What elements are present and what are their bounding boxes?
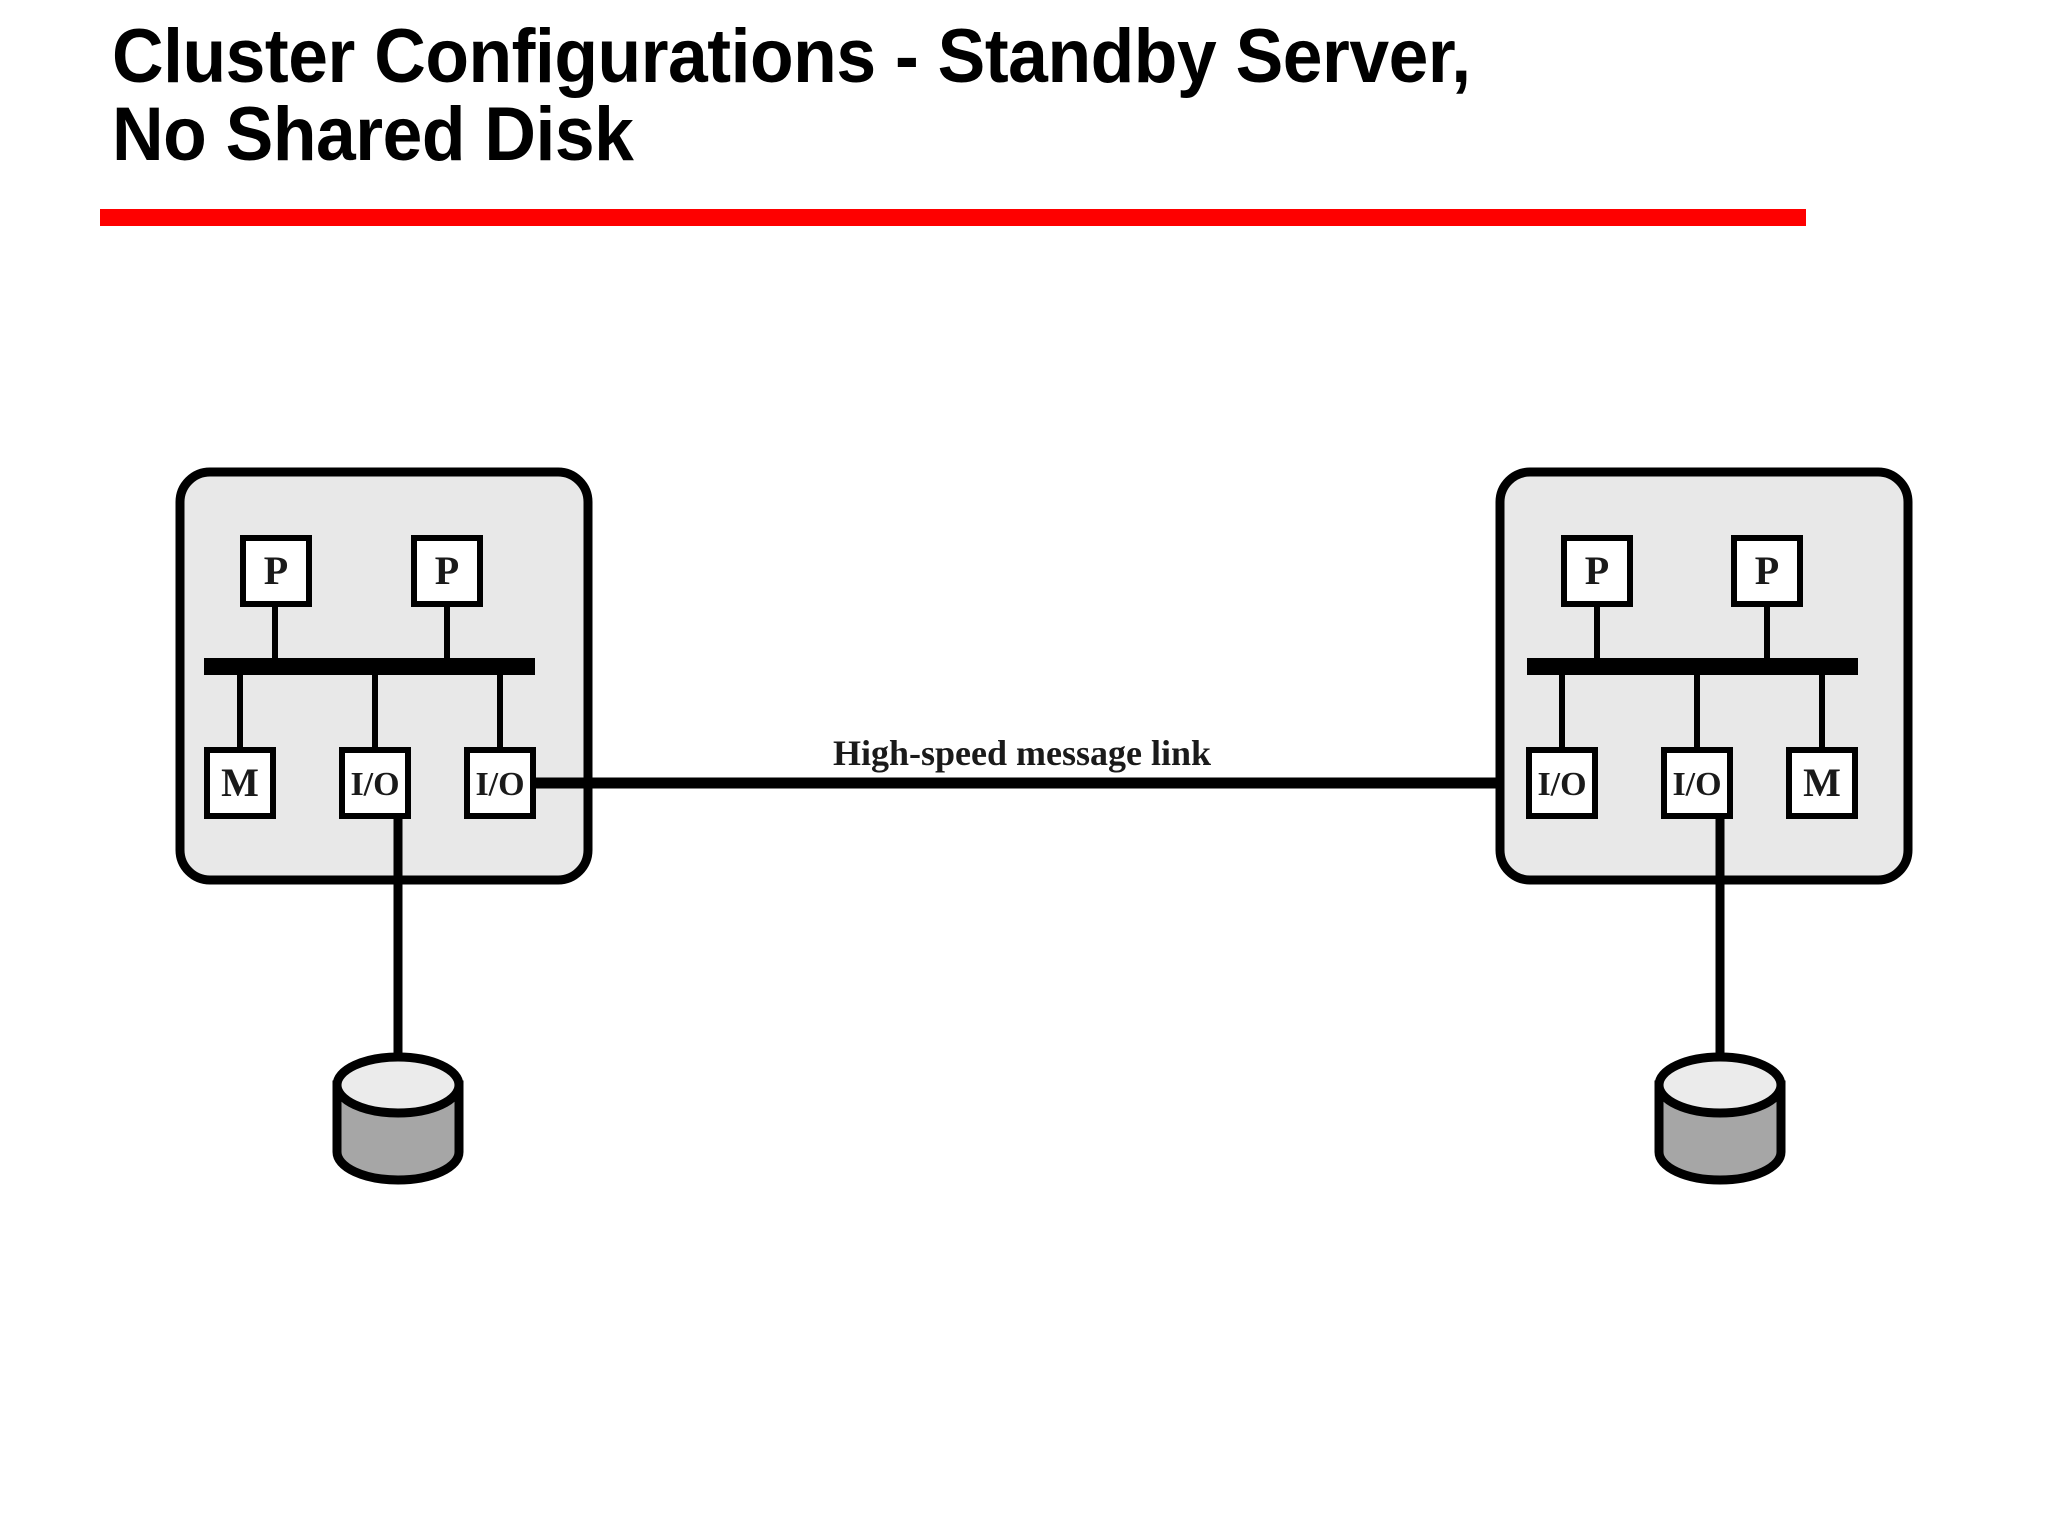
right-io-module-1[interactable]: I/O: [1526, 747, 1598, 819]
left-processor-2[interactable]: P: [411, 535, 483, 607]
cluster-left-node[interactable]: P P M I/O I/O: [175, 467, 593, 885]
left-processor-2-box: [411, 535, 483, 607]
left-io-module-1[interactable]: I/O: [339, 747, 411, 819]
right-io-2-label: I/O: [1672, 766, 1721, 803]
right-memory-box: [1786, 747, 1858, 819]
left-memory-box: [204, 747, 276, 819]
right-io-2-box: [1661, 747, 1733, 819]
right-io-1-label: I/O: [1537, 766, 1586, 803]
left-local-disk[interactable]: [332, 816, 464, 1185]
right-disk-cylinder-top: [1654, 1052, 1786, 1118]
high-speed-message-link-label: High-speed message link: [833, 733, 1211, 773]
right-processor-2-label: P: [1755, 548, 1779, 593]
left-processor-1-box: [240, 535, 312, 607]
left-disk-cylinder-top: [332, 1052, 464, 1118]
right-io-module-2[interactable]: I/O: [1661, 747, 1733, 819]
left-processor-1[interactable]: P: [240, 535, 312, 607]
title-block: Cluster Configurations - Standby Server,…: [112, 18, 1932, 173]
right-io-1-box: [1526, 747, 1598, 819]
right-memory-module[interactable]: M: [1786, 747, 1858, 819]
left-io-2-label: I/O: [475, 766, 524, 803]
left-processor-2-label: P: [435, 548, 459, 593]
left-memory-module[interactable]: M: [204, 747, 276, 819]
left-memory-label: M: [221, 760, 259, 805]
right-memory-label: M: [1803, 760, 1841, 805]
cluster-right-node[interactable]: P P I/O I/O M: [1495, 467, 1913, 885]
right-processor-1-box: [1561, 535, 1633, 607]
left-processor-1-label: P: [264, 548, 288, 593]
page-title: Cluster Configurations - Standby Server,…: [112, 14, 1471, 177]
right-processor-1-label: P: [1585, 548, 1609, 593]
title-underline-rule: [100, 209, 1806, 226]
right-system-bus: [1527, 658, 1858, 675]
right-processor-2[interactable]: P: [1731, 535, 1803, 607]
left-io-1-label: I/O: [350, 766, 399, 803]
right-processor-2-box: [1731, 535, 1803, 607]
left-io-2-box: [464, 747, 536, 819]
left-system-bus: [204, 658, 535, 675]
right-processor-1[interactable]: P: [1561, 535, 1633, 607]
left-io-1-box: [339, 747, 411, 819]
right-local-disk[interactable]: [1654, 816, 1786, 1185]
left-io-module-2[interactable]: I/O: [464, 747, 536, 819]
